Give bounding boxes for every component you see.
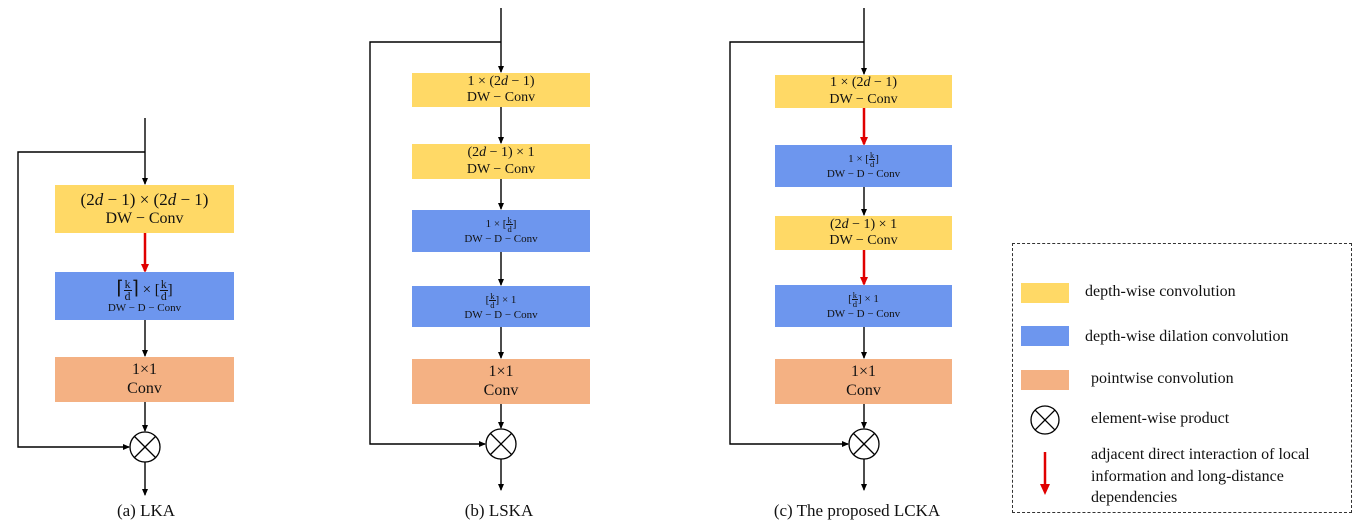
lcka-block-4-op-label: DW − D − Conv	[826, 308, 901, 321]
legend-swatch-pointwise	[1021, 370, 1069, 390]
lska-block-2-op-label: DW − Conv	[466, 161, 536, 177]
lka-product-cross-b	[133, 435, 157, 459]
lcka-skip-connection	[729, 41, 864, 447]
lcka-block-5-kernel-label: 1×1	[850, 363, 877, 381]
lska-block-5-kernel-label: 1×1	[488, 363, 514, 381]
lka-block-3-op-label: Conv	[127, 379, 162, 397]
lska-block-1-depthwise: 1 × (2d − 1)DW − Conv	[412, 73, 590, 107]
legend-label-pointwise: pointwise convolution	[1091, 370, 1234, 387]
lska-skip-connection	[369, 41, 501, 447]
lcka-block-5-op-label: Conv	[846, 381, 881, 399]
legend: depth-wise convolution depth-wise dilati…	[1012, 243, 1352, 513]
lka-block-1-kernel-label: (2d − 1) × (2d − 1)	[80, 190, 209, 210]
lcka-block-3-kernel-label: (2d − 1) × 1	[829, 216, 898, 232]
legend-product-icon	[1030, 405, 1060, 435]
lska-block-1-op-label: DW − Conv	[466, 90, 536, 105]
lska-block-1-kernel-label: 1 × (2d − 1)	[467, 73, 535, 89]
legend-swatch-depthwise	[1021, 283, 1069, 303]
legend-swatch-dilation	[1021, 326, 1069, 346]
lcka-block-2-op-label: DW − D − Conv	[826, 168, 901, 181]
lska-block-3-op-label: DW − D − Conv	[464, 233, 538, 246]
legend-label-dilation: depth-wise dilation convolution	[1085, 328, 1289, 345]
lka-block-3-kernel-label: 1×1	[131, 361, 158, 379]
lska-block-5-op-label: Conv	[483, 381, 519, 399]
legend-label-depthwise: depth-wise convolution	[1085, 283, 1236, 300]
lska-product-cross-b	[489, 432, 513, 456]
legend-label-interaction: adjacent direct interaction of local inf…	[1091, 446, 1310, 507]
lcka-block-1-op-label: DW − Conv	[829, 91, 898, 107]
lcka-block-3-op-label: DW − Conv	[829, 233, 898, 248]
caption-lka: (a) LKA	[116, 501, 176, 520]
caption-lcka: (c) The proposed LCKA	[773, 501, 941, 520]
legend-red-arrow-icon	[1040, 452, 1050, 495]
lcka-product-cross-b	[852, 432, 876, 456]
lska-block-2-kernel-label: (2d − 1) × 1	[467, 145, 535, 161]
lcka-block-1-kernel-label: 1 × (2d − 1)	[829, 75, 898, 91]
lka-block-1-depthwise: (2d − 1) × (2d − 1)DW − Conv	[55, 185, 234, 233]
lka-block-2-op-label: DW − D − Conv	[107, 301, 182, 314]
lka-block-1-op-label: DW − Conv	[105, 209, 184, 227]
legend-label-product: element-wise product	[1091, 410, 1230, 427]
caption-lska: (b) LSKA	[464, 501, 534, 520]
lcka-block-1-depthwise: 1 × (2d − 1)DW − Conv	[775, 75, 952, 108]
lska-block-4-op-label: DW − D − Conv	[464, 308, 538, 321]
lka-skip-connection	[17, 151, 145, 450]
